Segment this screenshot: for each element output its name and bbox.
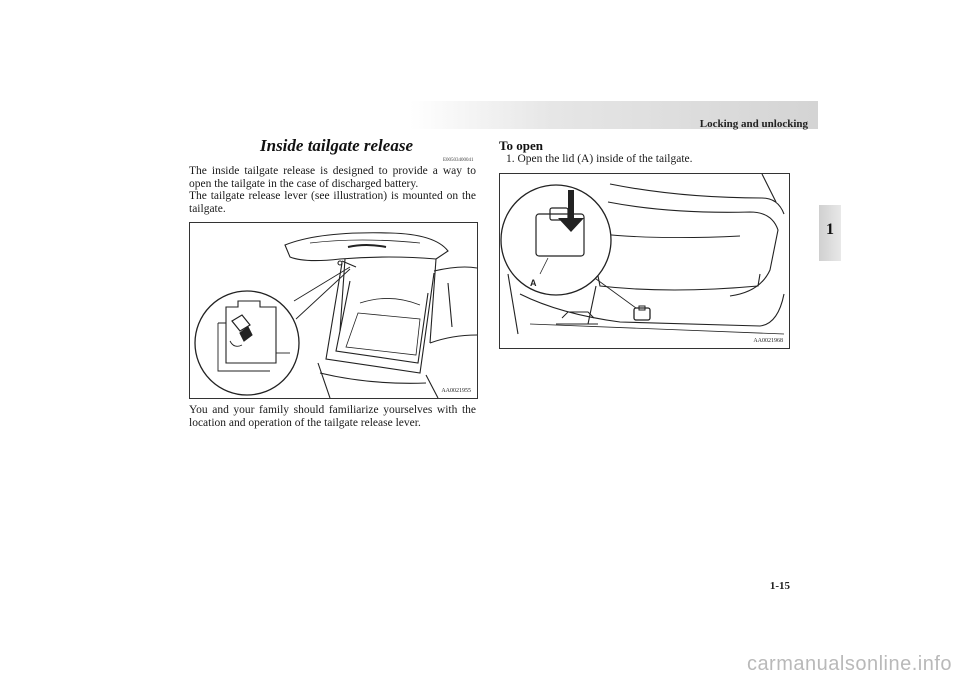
section-code: E00503400041 bbox=[443, 158, 474, 163]
intro-paragraph: The inside tailgate release is designed … bbox=[189, 165, 476, 190]
chapter-tab bbox=[819, 205, 841, 261]
lid-illustration: A AA0021968 bbox=[499, 173, 790, 349]
header-band bbox=[410, 101, 818, 129]
section-title: Inside tailgate release bbox=[260, 136, 413, 155]
chapter-number: 1 bbox=[826, 221, 834, 238]
figure-code: AA0021955 bbox=[441, 388, 471, 394]
tailgate-illustration: AA0021955 bbox=[189, 222, 478, 399]
step-1: 1. Open the lid (A) inside of the tailga… bbox=[506, 153, 693, 165]
watermark: carmanualsonline.info bbox=[746, 653, 952, 675]
lid-drawing: A bbox=[500, 174, 785, 335]
page-number: 1-15 bbox=[769, 580, 790, 592]
to-open-heading: To open bbox=[499, 138, 543, 153]
section-header-title: Locking and unlocking bbox=[699, 118, 808, 130]
lid-label-a: A bbox=[530, 278, 537, 288]
tailgate-drawing bbox=[194, 232, 477, 398]
figure-code: AA0021968 bbox=[753, 338, 783, 344]
familiarize-paragraph: You and your family should familiarize y… bbox=[189, 404, 476, 429]
lever-location-paragraph: The tailgate release lever (see illustra… bbox=[189, 190, 476, 215]
